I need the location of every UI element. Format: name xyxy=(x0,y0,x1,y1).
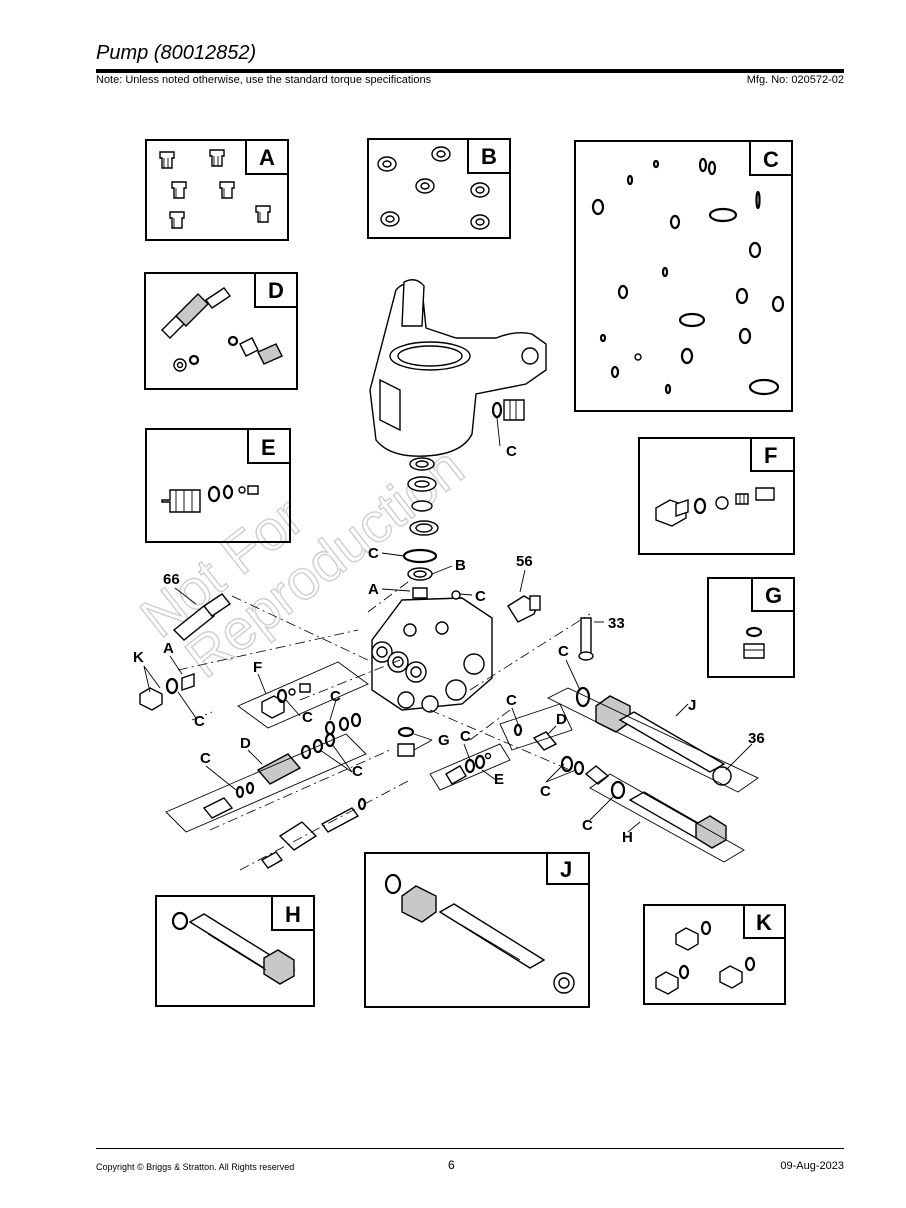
callout-c-valve: C xyxy=(475,588,486,605)
thermal-valve-66 xyxy=(172,593,232,641)
callout-c-seal: C xyxy=(368,545,379,562)
callout-j-right: J xyxy=(688,697,696,714)
callout-e-mid: E xyxy=(494,771,504,788)
assembly-d-right xyxy=(513,723,558,751)
kit-b-letter: B xyxy=(481,144,497,169)
kit-a-letter: A xyxy=(259,145,275,170)
kit-k-letter: K xyxy=(756,910,772,935)
outlet-tube-icon xyxy=(171,911,296,985)
kit-e-box: E xyxy=(145,428,291,543)
check-valve-icon xyxy=(161,287,283,372)
callout-a-valve: A xyxy=(368,581,379,598)
callout-d-right: D xyxy=(556,711,567,728)
callout-f-mid: F xyxy=(253,659,262,676)
seal-icon xyxy=(377,146,490,230)
callout-labels: C C B A C 56 66 33 36 K A C F C C C D C … xyxy=(133,443,765,846)
o-ring-icon xyxy=(591,157,785,396)
print-date: 09-Aug-2023 xyxy=(780,1160,844,1172)
page-title: Pump (80012852) xyxy=(96,42,257,64)
assembly-f-mid xyxy=(261,683,362,736)
callout-c-left: C xyxy=(194,713,205,730)
callout-k-left: K xyxy=(133,649,144,666)
callout-c-j1: C xyxy=(558,643,569,660)
callout-c-f: C xyxy=(302,709,313,726)
plug-icon xyxy=(655,920,756,995)
kit-h-box: H xyxy=(155,895,315,1007)
alignment-lines xyxy=(177,581,591,871)
kit-f-letter: F xyxy=(764,443,777,468)
callout-c-d2: C xyxy=(352,763,363,780)
kit-j-letter: J xyxy=(560,857,572,882)
valve-icon xyxy=(159,149,271,229)
callout-c-h1: C xyxy=(540,783,551,800)
kit-c-box: C xyxy=(574,140,793,412)
pump-housing xyxy=(369,279,547,457)
valve-plug-icon xyxy=(655,487,775,527)
assembly-j-right xyxy=(575,686,732,786)
group-outlines xyxy=(165,661,759,863)
kit-b-box: B xyxy=(367,138,511,239)
fitting-56 xyxy=(507,595,541,623)
callout-c-upper: C xyxy=(506,443,517,460)
mfg-number: Mfg. No: 020572-02 xyxy=(746,74,844,86)
kit-c-letter: C xyxy=(763,147,779,172)
drain-plug-g xyxy=(397,726,415,757)
plug-k-left xyxy=(139,673,195,711)
kit-g-box: G xyxy=(707,577,795,678)
callout-c-f2: C xyxy=(330,688,341,705)
bolt-33 xyxy=(578,617,594,661)
housing-plug xyxy=(491,399,525,421)
callout-g-mid: G xyxy=(438,732,450,749)
kit-h-letter: H xyxy=(285,902,301,927)
kit-d-box: D xyxy=(144,272,298,390)
callout-56: 56 xyxy=(516,553,533,570)
callout-66: 66 xyxy=(163,571,180,588)
drain-plug-icon xyxy=(743,626,765,659)
callout-a-left: A xyxy=(163,640,174,657)
callout-h-right: H xyxy=(622,829,633,846)
kit-j-box: J xyxy=(364,852,590,1008)
kit-e-letter: E xyxy=(261,435,276,460)
callout-c-h2: C xyxy=(582,817,593,834)
footer-rule xyxy=(96,1148,844,1149)
kit-d-letter: D xyxy=(268,278,284,303)
callout-leaders xyxy=(143,417,753,833)
assembly-e-mid xyxy=(445,752,492,785)
manifold xyxy=(371,590,493,713)
kit-f-box: F xyxy=(638,437,795,555)
header-rule xyxy=(96,69,844,73)
kit-a-box: A xyxy=(145,139,289,241)
piston-seal-stack xyxy=(402,457,439,599)
kit-k-box: K xyxy=(643,904,786,1005)
torque-note: Note: Unless noted otherwise, use the st… xyxy=(96,74,432,86)
callout-c-d3: C xyxy=(506,692,517,709)
callout-b-seal: B xyxy=(455,557,466,574)
inlet-tube-icon xyxy=(384,873,575,994)
page-number: 6 xyxy=(448,1158,455,1172)
callout-d-left: D xyxy=(240,735,251,752)
callout-c-e: C xyxy=(460,728,471,745)
callout-c-d1: C xyxy=(200,750,211,767)
kit-g-letter: G xyxy=(765,583,782,608)
copyright: Copyright © Briggs & Stratton. All Right… xyxy=(96,1162,295,1172)
callout-33: 33 xyxy=(608,615,625,632)
unloader-icon xyxy=(161,484,259,513)
callout-36: 36 xyxy=(748,730,765,747)
assembly-h-right xyxy=(610,780,727,849)
assembly-d-left xyxy=(202,732,367,869)
